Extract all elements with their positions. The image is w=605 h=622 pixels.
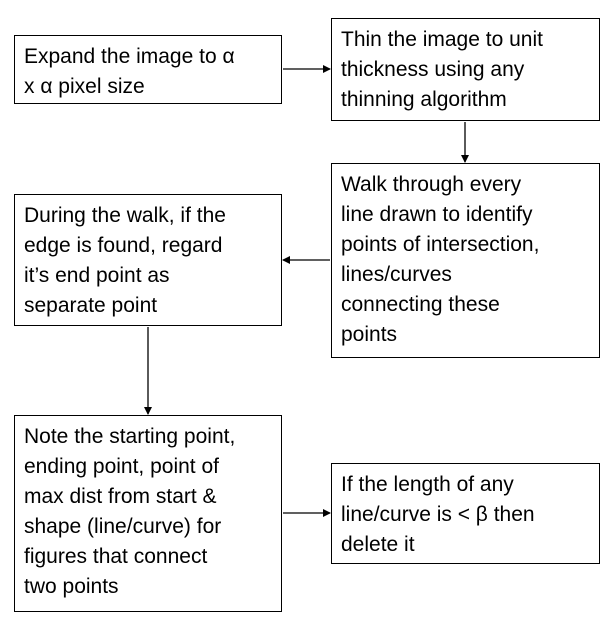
step-walk-lines: Walk through every line drawn to identif…	[331, 163, 600, 358]
step-thin-image: Thin the image to unit thickness using a…	[331, 18, 600, 121]
step-delete-short-lines: If the length of any line/curve is < β t…	[331, 463, 600, 564]
step-edge-end-point: During the walk, if the edge is found, r…	[14, 194, 282, 326]
step-expand-image: Expand the image to α x α pixel size	[14, 35, 282, 104]
step-note-points-shape: Note the starting point, ending point, p…	[14, 415, 282, 612]
